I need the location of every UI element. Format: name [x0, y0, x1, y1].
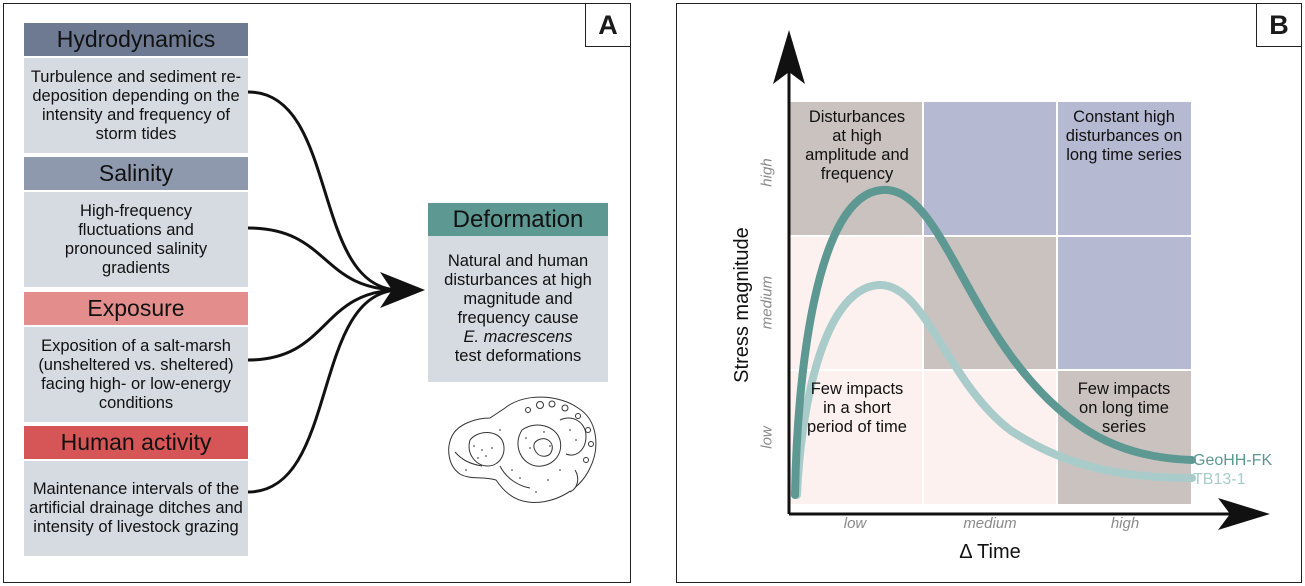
outcome-text-line1: Natural and human disturbances at high m… — [444, 252, 592, 327]
outcome-species: E. macrescens — [463, 328, 573, 346]
x-axis-label: Δ Time — [959, 541, 1021, 563]
y-tick-medium: medium — [758, 275, 776, 330]
panel-letter-a: A — [585, 3, 631, 47]
cell-label-top-right: Constant high disturbances on long time … — [1065, 108, 1183, 164]
panel-letter-b: B — [1256, 3, 1302, 47]
factor-text-exposure: Exposition of a salt-marsh (unsheltered … — [24, 327, 248, 422]
factor-title-hydrodynamics: Hydrodynamics — [24, 23, 248, 56]
factor-title-exposure: Exposure — [24, 292, 248, 325]
cell-label-bottom-right: Few impacts on long time series — [1077, 380, 1171, 436]
factor-title-salinity: Salinity — [24, 157, 248, 190]
series-label-tb13-1: TB13-1 — [1193, 471, 1246, 488]
x-tick-medium: medium — [963, 515, 1017, 532]
factor-text-human-activity: Maintenance intervals of the artificial … — [24, 461, 248, 556]
y-tick-high: high — [758, 158, 776, 187]
cell-label-bottom-left: Few impacts in a short period of time — [807, 380, 907, 436]
outcome-title-deformation: Deformation — [428, 203, 608, 236]
y-axis-label: Stress magnitude — [731, 227, 753, 383]
x-tick-high: high — [1110, 515, 1140, 532]
factor-title-human-activity: Human activity — [24, 426, 248, 459]
y-tick-low: low — [758, 426, 776, 449]
factor-text-hydrodynamics: Turbulence and sediment re-deposition de… — [24, 58, 248, 153]
factor-text-salinity: High-frequency fluctuations and pronounc… — [24, 192, 248, 287]
outcome-text: Natural and human disturbances at high m… — [428, 236, 608, 382]
series-label-geohh-fk: GeoHH-FK — [1193, 452, 1273, 469]
cell-label-top-left: Disturbances at high amplitude and frequ… — [805, 108, 909, 183]
outcome-text-line2: test deformations — [454, 347, 582, 365]
x-tick-low: low — [843, 515, 867, 532]
